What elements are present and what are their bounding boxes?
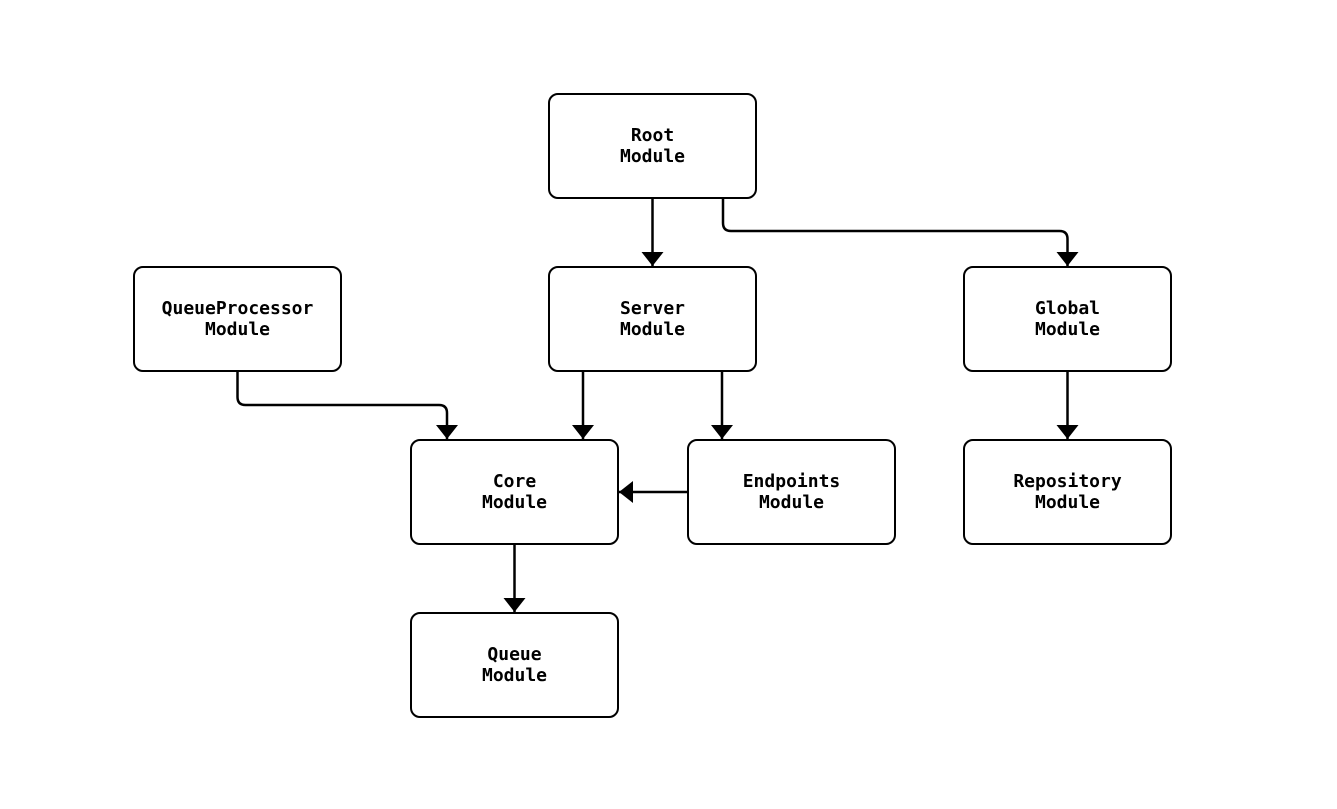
node-repository-module-label: Repository Module — [1013, 471, 1122, 513]
edge-root-to-global — [721, 199, 1079, 266]
node-repository-module: Repository Module — [963, 439, 1172, 545]
edge-queueprocessor-to-core — [236, 372, 458, 439]
node-root-module: Root Module — [548, 93, 757, 199]
node-core-module: Core Module — [410, 439, 619, 545]
node-queueprocessor-module: QueueProcessor Module — [133, 266, 342, 372]
node-global-module-label: Global Module — [1034, 298, 1101, 340]
node-server-module-label: Server Module — [619, 298, 686, 340]
node-global-module: Global Module — [963, 266, 1172, 372]
node-core-module-label: Core Module — [481, 471, 548, 513]
node-endpoints-module: Endpoints Module — [687, 439, 896, 545]
node-queueprocessor-module-label: QueueProcessor Module — [161, 298, 314, 340]
node-queue-module-label: Queue Module — [481, 644, 548, 686]
node-server-module: Server Module — [548, 266, 757, 372]
node-endpoints-module-label: Endpoints Module — [742, 471, 841, 513]
node-root-module-label: Root Module — [619, 125, 686, 167]
node-queue-module: Queue Module — [410, 612, 619, 718]
